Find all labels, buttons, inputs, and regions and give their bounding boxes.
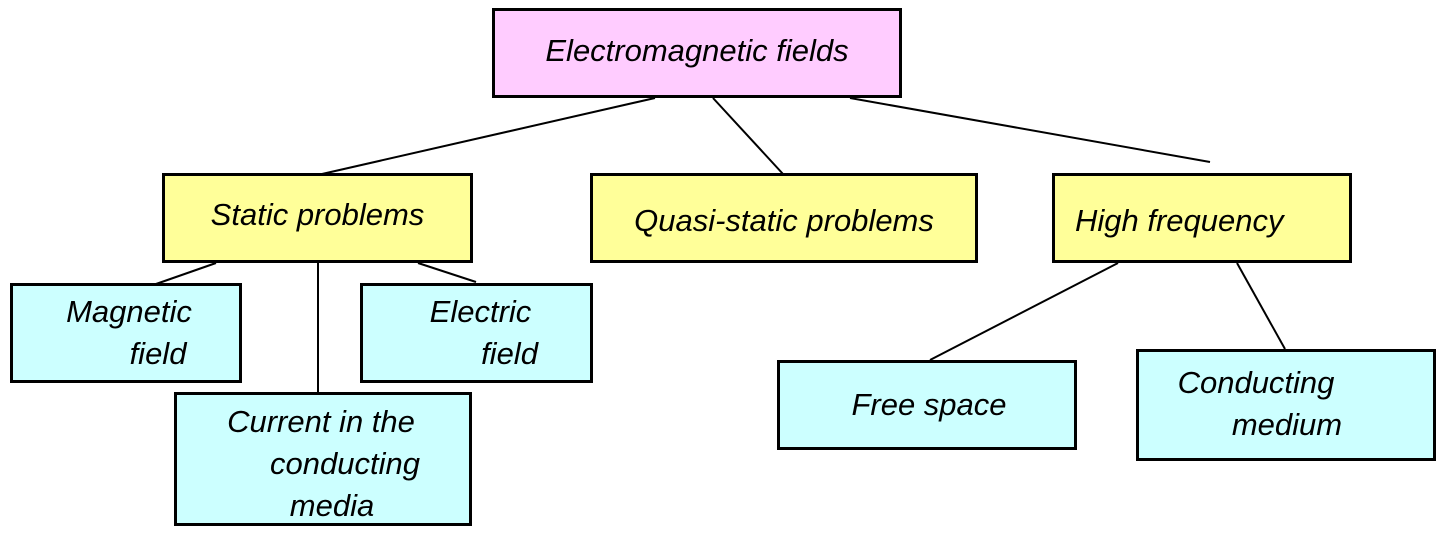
magnetic-field-line2: field bbox=[129, 336, 187, 371]
edge-root-static bbox=[321, 97, 656, 175]
leaf-node-current-in-conducting-media: Current in the conducting media bbox=[174, 392, 472, 526]
electric-field-line1: Electric bbox=[429, 294, 532, 329]
electric-field-line2: field bbox=[481, 336, 538, 371]
category-node-static-problems: Static problems bbox=[162, 173, 473, 263]
current-line2: conducting bbox=[270, 446, 420, 481]
leaf-node-conducting-medium: Conducting medium bbox=[1136, 349, 1436, 461]
edge-static-magnetic bbox=[155, 262, 217, 285]
quasi-static-problems-label: Quasi-static problems bbox=[634, 203, 934, 238]
root-label: Electromagnetic fields bbox=[545, 33, 849, 68]
edge-static-electric bbox=[417, 262, 477, 283]
current-line1: Current in the bbox=[227, 404, 415, 439]
static-problems-label: Static problems bbox=[210, 197, 425, 232]
conducting-medium-line2: medium bbox=[1231, 407, 1343, 442]
current-line3: media bbox=[289, 488, 375, 523]
category-node-quasi-static-problems: Quasi-static problems bbox=[590, 173, 978, 263]
category-node-high-frequency: High frequency bbox=[1052, 173, 1352, 263]
leaf-node-free-space: Free space bbox=[777, 360, 1077, 450]
leaf-node-magnetic-field: Magnetic field bbox=[10, 283, 242, 383]
conducting-medium-line1: Conducting bbox=[1177, 365, 1335, 400]
magnetic-field-line1: Magnetic bbox=[66, 294, 192, 329]
root-node-electromagnetic-fields: Electromagnetic fields bbox=[492, 8, 902, 98]
edge-high-frequency-free-space bbox=[929, 262, 1119, 361]
free-space-label: Free space bbox=[851, 387, 1007, 422]
edge-root-high-frequency bbox=[849, 97, 1211, 163]
edge-root-quasi-static bbox=[712, 97, 784, 175]
high-frequency-label: High frequency bbox=[1075, 203, 1284, 238]
leaf-node-electric-field: Electric field bbox=[360, 283, 593, 383]
edge-high-frequency-conducting bbox=[1236, 262, 1286, 350]
